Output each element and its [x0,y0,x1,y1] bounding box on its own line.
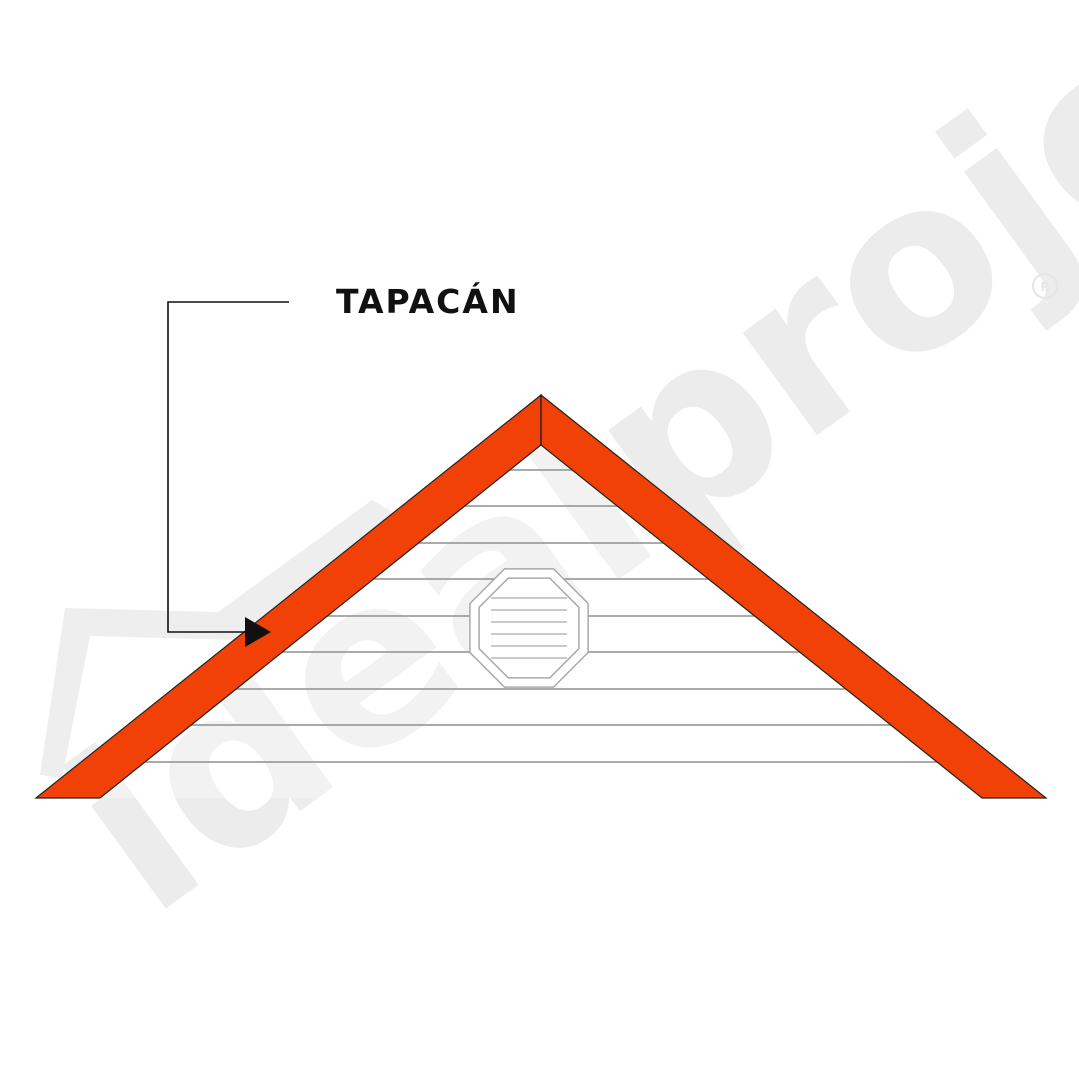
registered-mark-letter: R [1040,280,1049,294]
vent-inner-frame [478,577,580,679]
vent-louvers [491,597,567,659]
arrow-head-icon [245,617,271,647]
callout-leader [167,301,289,647]
leader-line [167,301,289,633]
registered-mark-icon [1032,273,1058,299]
callout-label: TAPACÁN [336,282,520,321]
octagon-vent [469,568,589,688]
fascia-boards [34,393,1048,799]
